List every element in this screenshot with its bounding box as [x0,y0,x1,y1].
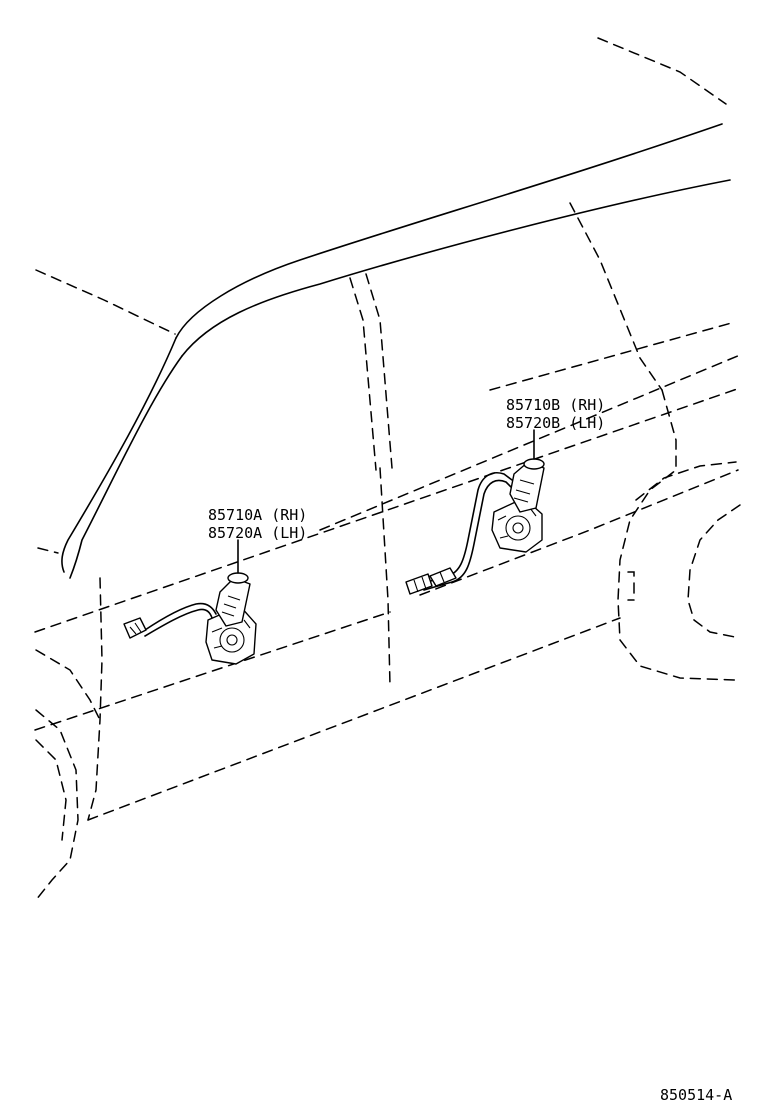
front-window-motor [123,539,257,665]
callout-rear-rh: 85710B (RH) [506,396,605,414]
callout-front-rh: 85710A (RH) [208,506,307,524]
vehicle-body-outline [34,37,741,901]
window-frame-outline [61,123,731,579]
callout-rear-lh: 85720B (LH) [506,414,605,432]
figure-code: 850514-A [660,1086,732,1104]
callout-front-lh: 85720A (LH) [208,524,307,542]
rear-window-motor [405,429,545,595]
